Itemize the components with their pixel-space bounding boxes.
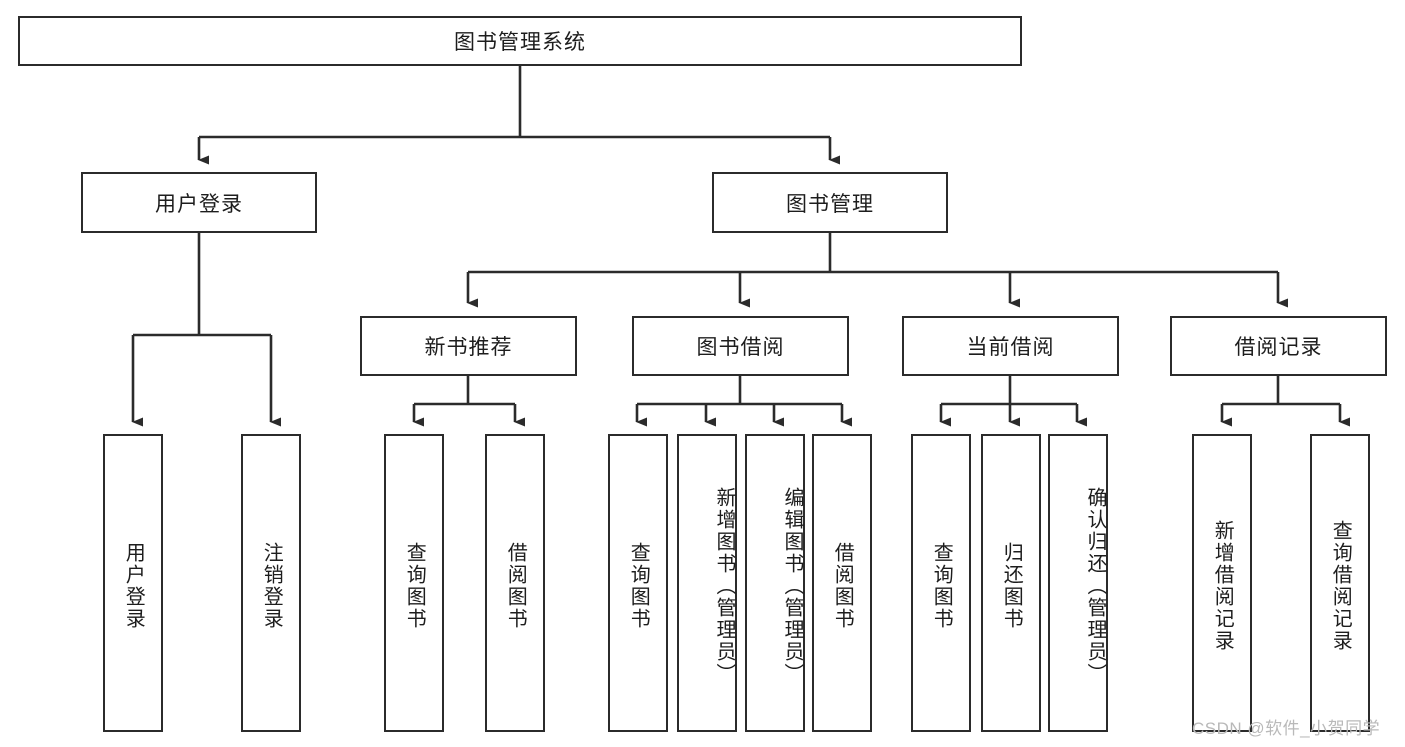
leaf-recommend-borrow-book[interactable]: 借阅图书 — [485, 434, 545, 732]
node-book-borrow[interactable]: 图书借阅 — [632, 316, 849, 376]
leaf-borrow-query-book[interactable]: 查询图书 — [608, 434, 668, 732]
watermark-text: CSDN @软件_小贺同学 — [1192, 719, 1381, 738]
leaf-record-add-record[interactable]: 新增借阅记录 — [1192, 434, 1252, 732]
node-label: 查询图书 — [627, 542, 650, 630]
node-label: 新增图书（管理员） — [713, 487, 735, 685]
leaf-recommend-query-book[interactable]: 查询图书 — [384, 434, 444, 732]
leaf-borrow-borrow-book[interactable]: 借阅图书 — [812, 434, 872, 732]
node-new-book-recommend[interactable]: 新书推荐 — [360, 316, 577, 376]
node-label: 图书管理 — [786, 192, 874, 216]
leaf-current-return-book[interactable]: 归还图书 — [981, 434, 1041, 732]
node-label: 借阅图书 — [831, 542, 854, 630]
node-label: 查询图书 — [403, 542, 426, 630]
node-label: 编辑图书（管理员） — [781, 487, 803, 685]
node-label: 新书推荐 — [424, 336, 513, 359]
leaf-borrow-edit-book-admin[interactable]: 编辑图书（管理员） — [745, 434, 805, 732]
leaf-current-query-book[interactable]: 查询图书 — [911, 434, 971, 732]
node-label: 归还图书 — [1000, 542, 1023, 630]
node-label: 图书管理系统 — [454, 31, 586, 54]
node-label: 确认归还（管理员） — [1084, 487, 1106, 685]
node-borrow-record[interactable]: 借阅记录 — [1170, 316, 1387, 376]
node-root-system[interactable]: 图书管理系统 — [18, 16, 1022, 66]
node-label: 用户登录 — [155, 192, 243, 216]
node-label: 图书借阅 — [696, 336, 785, 359]
node-label: 用户登录 — [122, 542, 145, 630]
leaf-user-login-login[interactable]: 用户登录 — [103, 434, 163, 732]
node-label: 借阅图书 — [504, 542, 527, 630]
node-label: 注销登录 — [260, 542, 283, 630]
node-label: 查询图书 — [930, 542, 953, 630]
node-label: 当前借阅 — [966, 336, 1055, 359]
node-book-management[interactable]: 图书管理 — [712, 172, 948, 233]
leaf-borrow-add-book-admin[interactable]: 新增图书（管理员） — [677, 434, 737, 732]
node-user-login[interactable]: 用户登录 — [81, 172, 317, 233]
node-current-borrow[interactable]: 当前借阅 — [902, 316, 1119, 376]
leaf-record-query-record[interactable]: 查询借阅记录 — [1310, 434, 1370, 732]
node-label: 借阅记录 — [1234, 336, 1323, 359]
node-label: 查询借阅记录 — [1329, 520, 1352, 652]
node-label: 新增借阅记录 — [1211, 520, 1234, 652]
leaf-user-login-logout[interactable]: 注销登录 — [241, 434, 301, 732]
leaf-current-confirm-return-admin[interactable]: 确认归还（管理员） — [1048, 434, 1108, 732]
